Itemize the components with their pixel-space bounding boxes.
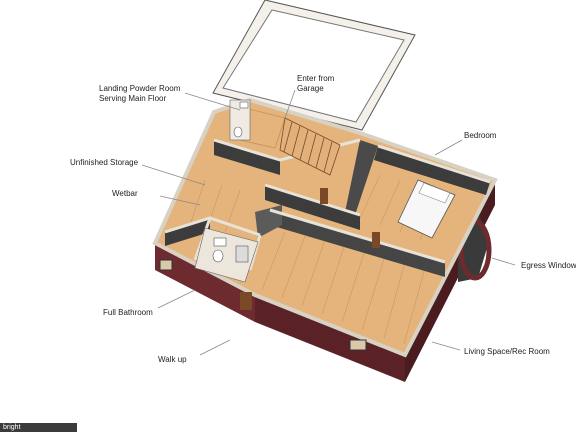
label-landing-line1: Landing Powder Room bbox=[99, 84, 181, 93]
interior-walls bbox=[165, 140, 490, 277]
labels: Landing Powder Room Serving Main Floor E… bbox=[70, 74, 576, 364]
bed bbox=[397, 179, 456, 239]
label-garage-line1: Enter from bbox=[297, 74, 335, 83]
window-icon bbox=[349, 339, 367, 351]
door-icon bbox=[320, 188, 328, 204]
bath-sink-icon bbox=[213, 237, 227, 247]
door-icon bbox=[240, 292, 252, 310]
label-living: Living Space/Rec Room bbox=[464, 347, 550, 356]
wall-wetbar-cabinet bbox=[255, 205, 282, 238]
label-garage-line2: Garage bbox=[297, 84, 324, 93]
label-landing-line2: Serving Main Floor bbox=[99, 94, 166, 103]
label-walkup: Walk up bbox=[158, 355, 187, 364]
exterior-wall-front-left bbox=[155, 243, 255, 322]
door-icon bbox=[372, 232, 380, 248]
doors bbox=[240, 188, 380, 310]
watermark-logo: bright bbox=[0, 423, 77, 432]
powder-sink-icon bbox=[239, 101, 249, 109]
powder-room bbox=[229, 99, 251, 141]
wall-storage-back bbox=[214, 140, 280, 175]
label-wetbar: Wetbar bbox=[112, 189, 138, 198]
garage-wall-inner bbox=[222, 9, 405, 123]
exterior-wall-front-right bbox=[255, 295, 405, 382]
stair-run bbox=[279, 117, 341, 176]
bath-shower-icon bbox=[235, 245, 249, 263]
bed-pillow-icon bbox=[418, 182, 451, 204]
wall-bedroom-left bbox=[345, 140, 378, 215]
exterior-walls bbox=[155, 180, 495, 382]
label-egress: Egress Window bbox=[521, 261, 576, 270]
garage-outline bbox=[212, 0, 416, 131]
wall-bedroom-back bbox=[374, 146, 490, 195]
basement-windows bbox=[159, 259, 367, 351]
label-bedroom: Bedroom bbox=[464, 131, 497, 140]
bath-toilet-icon bbox=[212, 249, 224, 263]
label-storage: Unfinished Storage bbox=[70, 158, 139, 167]
label-bathroom: Full Bathroom bbox=[103, 308, 153, 317]
full-bathroom bbox=[194, 227, 259, 283]
leader-lines bbox=[141, 89, 516, 356]
stairs bbox=[239, 107, 341, 176]
wall-bath-side bbox=[165, 218, 210, 246]
window-icon bbox=[159, 259, 173, 271]
bathroom-floor bbox=[194, 227, 259, 283]
wall-living-back bbox=[270, 210, 445, 277]
powder-toilet-icon bbox=[233, 126, 243, 138]
wall-center-spine bbox=[265, 185, 360, 230]
